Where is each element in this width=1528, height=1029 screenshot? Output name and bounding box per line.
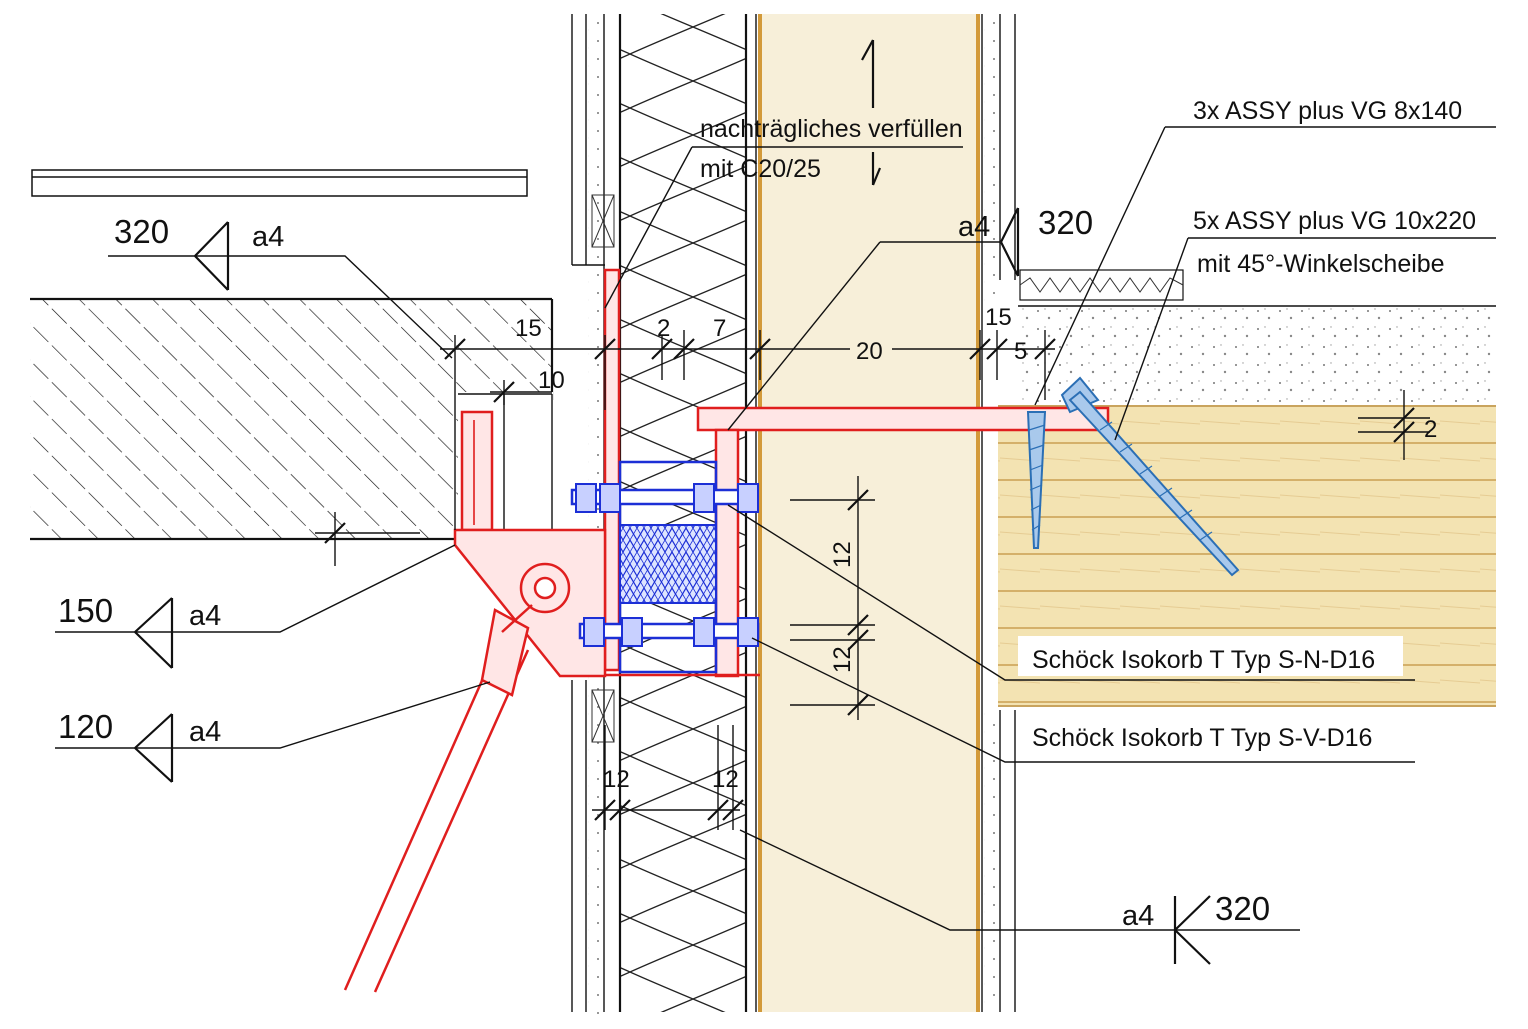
assy-screw-45deg bbox=[1060, 376, 1240, 577]
dim-12-upper: 12 bbox=[829, 541, 856, 568]
dim-10: 10 bbox=[538, 367, 565, 394]
fill-note-line1: nachträgliches verfüllen bbox=[700, 115, 963, 143]
inner-lining bbox=[984, 14, 1016, 1012]
dim-2-right: 2 bbox=[1424, 416, 1437, 443]
weld-length-top-right: 320 bbox=[1038, 204, 1093, 241]
weld-size-low-left: a4 bbox=[189, 716, 221, 748]
tension-rod bbox=[343, 562, 571, 993]
isokorb-unit bbox=[570, 460, 760, 674]
weld-length-low-left: 120 bbox=[58, 708, 113, 745]
fill-note-line2: mit C20/25 bbox=[700, 155, 821, 183]
dimension-ticks bbox=[324, 338, 1415, 821]
upper-bolt bbox=[570, 483, 759, 513]
weld-size-top-right: a4 bbox=[958, 211, 990, 243]
weld-length-bottom: 320 bbox=[1215, 890, 1270, 927]
isokorb-v-label: Schöck Isokorb T Typ S-V-D16 bbox=[1032, 724, 1372, 752]
screw-10x220-label: 5x ASSY plus VG 10x220 bbox=[1193, 207, 1476, 235]
dim-2: 2 bbox=[657, 315, 670, 342]
screed-layer bbox=[1018, 305, 1496, 406]
floor-covering bbox=[31, 169, 528, 197]
dim-20: 20 bbox=[856, 338, 883, 365]
weld-length-top-left: 320 bbox=[114, 213, 169, 250]
weld-size-bottom: a4 bbox=[1122, 900, 1154, 932]
weld-length-mid-left: 150 bbox=[58, 592, 113, 629]
dim-15-left: 15 bbox=[515, 315, 542, 342]
dim-12-bottom-left: 12 bbox=[603, 766, 630, 793]
leader-lines bbox=[55, 126, 1496, 931]
screw-8x140-label: 3x ASSY plus VG 8x140 bbox=[1193, 97, 1462, 125]
washer-label: mit 45°-Winkelscheibe bbox=[1197, 250, 1445, 278]
dim-15-right: 15 bbox=[985, 304, 1012, 331]
dim-12-bottom-right: 12 bbox=[712, 766, 739, 793]
dim-12-lower: 12 bbox=[829, 646, 856, 673]
impact-insulation bbox=[1019, 269, 1184, 301]
dim-7: 7 bbox=[713, 315, 726, 342]
weld-size-top-left: a4 bbox=[252, 221, 284, 253]
lower-bolt bbox=[578, 617, 760, 647]
assy-screw-vertical bbox=[1026, 411, 1047, 549]
weld-symbols bbox=[134, 207, 1211, 965]
annotation-texts: nachträgliches verfüllen mit C20/25 3x A… bbox=[58, 97, 1476, 932]
isokorb-n-label: Schöck Isokorb T Typ S-N-D16 bbox=[1032, 646, 1375, 674]
dim-5: 5 bbox=[1014, 338, 1027, 365]
weld-size-mid-left: a4 bbox=[189, 600, 221, 632]
clt-wall-panel bbox=[755, 14, 983, 1012]
